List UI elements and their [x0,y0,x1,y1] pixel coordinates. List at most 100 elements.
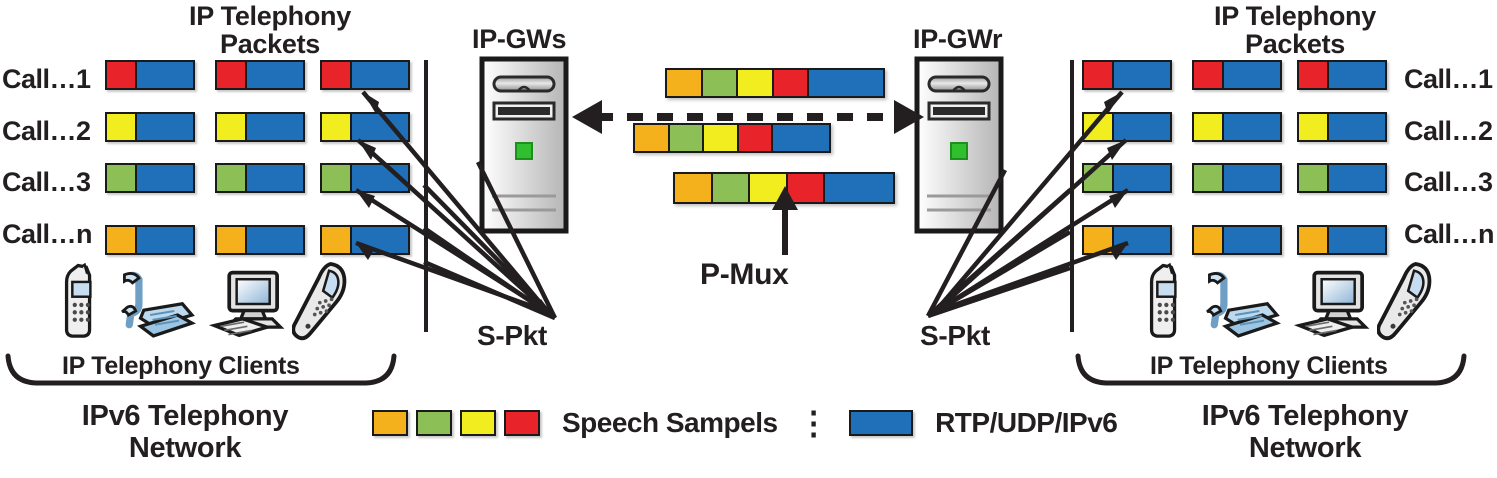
left-network-line1: IPv6 Telephony [81,400,289,432]
rtp-udp-ipv6-header-segment [1112,165,1170,191]
speech-sample-segment [1194,165,1223,191]
speech-sample-segment [217,114,246,140]
right-call-label-3: Call…3 [1404,167,1493,197]
right-call-label-1: Call…1 [1404,64,1493,94]
left-call-label-1: Call…1 [2,64,91,94]
speech-sample-segment [1299,227,1328,253]
ip-telephony-packet [105,163,195,193]
ip-telephony-packet [1297,163,1387,193]
speech-sample-segment [322,62,351,88]
mobile-phone-icon [60,262,106,338]
left-heading-line2: Packets [220,29,320,60]
ip-telephony-packet [1082,60,1172,90]
speech-sample-segment [322,165,351,191]
rtp-udp-ipv6-header-segment [245,62,303,88]
right-heading-line1: IP Telephony [1214,1,1376,31]
right-network-line1: IPv6 Telephony [1201,400,1409,432]
ip-telephony-packet [215,112,305,142]
legend: Speech Sampels ⋮ RTP/UDP/IPv6 [372,404,1118,442]
speech-sample-segment [1299,62,1328,88]
ip-telephony-packet [1192,225,1282,255]
speech-sample-segment [107,62,136,88]
rtp-udp-ipv6-header-segment [245,114,303,140]
speech-sample-cell [736,123,774,153]
ip-telephony-packet [1192,112,1282,142]
flip-phone-icon [1377,260,1441,342]
ip-telephony-packet [215,163,305,193]
flip-phone-icon [292,260,356,342]
right-call-label-2: Call…2 [1404,116,1493,146]
speech-sample-segment [1194,62,1223,88]
right-gateway-label: IP-GWr [913,24,1003,54]
ip-gws-server-icon [478,55,570,235]
rtp-udp-ipv6-header-segment [350,114,408,140]
left-call-label-3: Call…3 [2,167,91,197]
rtp-udp-ipv6-header-segment [350,165,408,191]
ip-telephony-packet [105,112,195,142]
speech-sample-cell [702,123,739,153]
speech-sample-segment [322,227,351,253]
legend-speech-sample-chip [372,410,408,436]
rtp-udp-ipv6-header-segment [1222,227,1280,253]
ip-telephony-packet [215,225,305,255]
ip-telephony-packet [320,60,410,90]
speech-sample-segment [1084,165,1113,191]
legend-speech-sample-chips [372,410,540,436]
speech-sample-cell [665,68,703,98]
rtp-udp-ipv6-header-cell [771,123,831,153]
pmux-multiplexed-packet [673,172,895,204]
ip-telephony-packet [1082,112,1172,142]
legend-speech-sample-chip [416,410,452,436]
speech-sample-segment [1084,62,1113,88]
left-spkt-arrowhead [533,299,555,318]
speech-sample-segment [1194,227,1223,253]
rtp-udp-ipv6-header-segment [245,227,303,253]
ip-telephony-packet [1192,163,1282,193]
desktop-computer-icon [1293,266,1385,342]
right-network-boundary [1070,60,1074,332]
rtp-udp-ipv6-header-segment [1112,114,1170,140]
ip-telephony-packet [320,163,410,193]
right-packet-grid [1082,60,1402,270]
ip-telephony-packet [320,112,410,142]
left-clients-label: IP Telephony Clients [62,352,300,380]
rtp-udp-ipv6-header-segment [135,227,193,253]
legend-speech-samples-label: Speech Sampels [562,407,778,438]
speech-sample-cell [673,172,713,204]
right-network-label: IPv6 Telephony Network [1130,400,1480,465]
ip-telephony-packet [1297,225,1387,255]
pmux-multiplexed-packet [633,123,831,153]
left-packet-grid [105,60,425,270]
left-packets-heading: IP Telephony Packets [120,2,420,59]
ip-telephony-packet [1082,163,1172,193]
speech-sample-segment [1084,227,1113,253]
ip-gwr-server-icon [913,55,1005,235]
speech-sample-cell [748,172,788,204]
speech-sample-cell [667,123,705,153]
speech-sample-segment [107,165,136,191]
ip-telephony-packet [215,60,305,90]
rtp-udp-ipv6-header-segment [1112,227,1170,253]
right-network-line2: Network [1248,432,1362,465]
desk-phone-icon [112,270,198,344]
ip-telephony-packet [1297,112,1387,142]
mobile-phone-icon [1145,262,1191,338]
left-network-boundary [424,60,428,332]
speech-sample-segment [1299,165,1328,191]
ip-telephony-packet [105,225,195,255]
rtp-udp-ipv6-header-segment [350,227,408,253]
rtp-udp-ipv6-header-segment [1327,62,1385,88]
left-heading-line1: IP Telephony [189,1,351,31]
legend-speech-sample-chip [460,410,496,436]
speech-sample-segment [1194,114,1223,140]
rtp-udp-ipv6-header-cell [823,172,895,204]
ip-telephony-packet [320,225,410,255]
pmux-label: P-Mux [700,258,789,291]
speech-sample-cell [736,68,774,98]
ip-telephony-packet [1082,225,1172,255]
speech-sample-segment [322,114,351,140]
pmux-multiplexed-packet [665,68,885,98]
left-call-label-n: Call…n [2,219,93,249]
left-gateway-label: IP-GWs [472,24,567,54]
